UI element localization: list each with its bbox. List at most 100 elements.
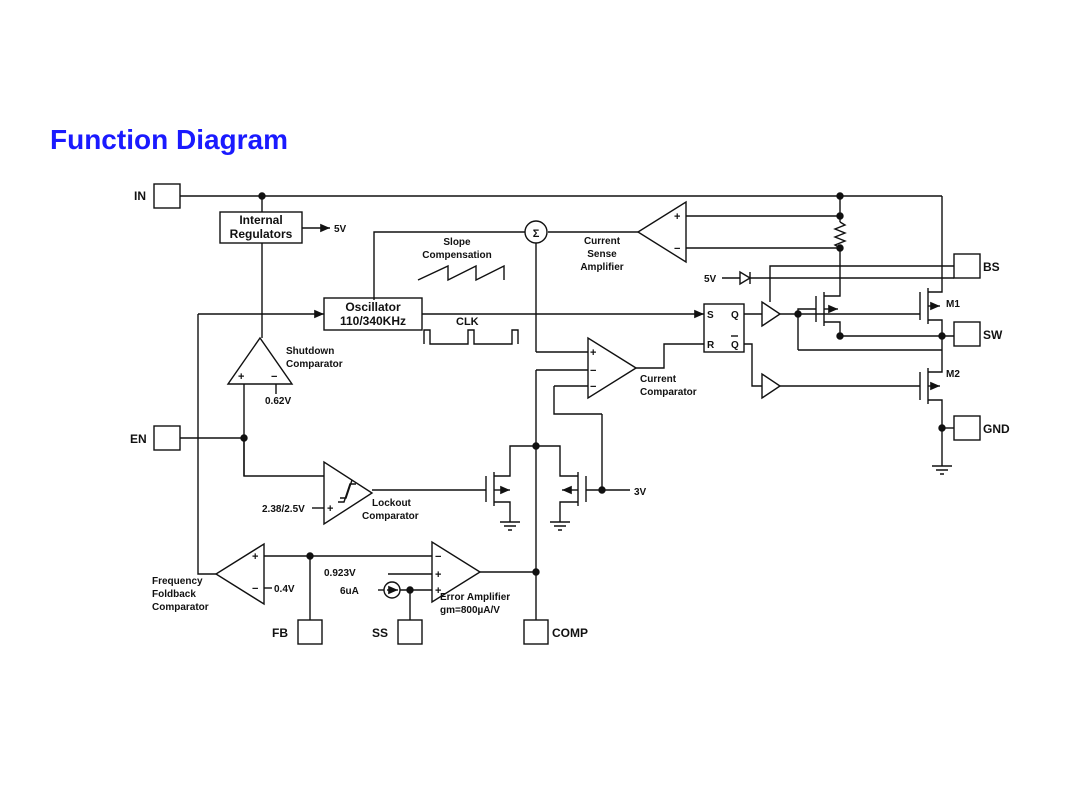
sr-latch: [703, 303, 745, 353]
shutdown-label: Comparator: [286, 359, 343, 370]
ff-minus: −: [252, 583, 258, 595]
slope-label: Compensation: [422, 250, 491, 261]
left-feedback-wire: [197, 314, 216, 575]
latch-qbar: Q: [731, 340, 739, 351]
ss-current-source: [383, 581, 401, 599]
cc-to-latch-wire: [636, 343, 704, 369]
cc-plus: +: [590, 347, 596, 359]
ff-ref-label: 0.4V: [274, 584, 295, 595]
nmos-right-source: [559, 501, 578, 522]
pin-bs: [953, 253, 981, 279]
low-side-driver: [761, 372, 782, 400]
current-sense-label: Sense: [587, 249, 617, 260]
ea-plus: +: [435, 569, 441, 581]
junction-dot: [836, 332, 844, 340]
en-to-lockout-wire: [243, 438, 324, 477]
oscillator-label: Oscillator: [345, 300, 401, 314]
current-comparator-label: Current: [640, 374, 677, 385]
sense-resistor: [833, 221, 847, 249]
sense-fet-source: [824, 321, 841, 336]
internal-regulators-block: [219, 211, 303, 244]
frequency-foldback-label: Frequency: [152, 576, 203, 587]
regulators-label: Internal: [239, 213, 282, 227]
cc-minus2: −: [590, 381, 596, 393]
clk-waveform: [423, 329, 519, 345]
pin-comp: [523, 619, 549, 645]
m1-label: M1: [946, 299, 960, 310]
pin-en: [153, 425, 181, 451]
ea-minus: −: [435, 551, 441, 563]
latch-s: S: [707, 310, 714, 321]
lockout-label: Comparator: [362, 511, 419, 522]
pin-ss: [397, 619, 423, 645]
pin-label-gnd: GND: [983, 422, 1010, 436]
nmos-left-drain: [494, 445, 536, 477]
current-sense-label: Amplifier: [580, 262, 623, 273]
sense-fet-drain: [824, 290, 841, 297]
current-comparator-label: Comparator: [640, 387, 697, 398]
pin-label-fb: FB: [272, 626, 288, 640]
lockout-ref-label: 2.38/2.5V: [262, 504, 305, 515]
junction-dot: [532, 442, 540, 450]
lockout-label: Lockout: [372, 498, 412, 509]
slope-to-sum-wire: [373, 231, 525, 300]
junction-dot: [598, 486, 606, 494]
frequency-foldback-label: Comparator: [152, 602, 209, 613]
ground-symbol: [550, 521, 570, 531]
bootstrap-diode: [739, 270, 752, 286]
latch-q: Q: [731, 310, 739, 321]
m1-source: [928, 319, 943, 336]
nmos-right-drain: [536, 445, 578, 477]
sd-minus: −: [271, 371, 277, 383]
shutdown-label: Shutdown: [286, 346, 334, 357]
ground-symbol: [500, 521, 520, 531]
cc-bias-path: [553, 386, 602, 415]
bs-top-wire: [769, 265, 954, 278]
ea-ref-label: 0.923V: [324, 568, 356, 579]
slope-sawtooth: [417, 264, 505, 282]
cc-minus: −: [590, 365, 596, 377]
m2-label: M2: [946, 369, 960, 380]
frequency-foldback-label: Foldback: [152, 589, 196, 600]
oscillator-label: 110/340KHz: [340, 314, 406, 328]
ss-current-label: 6uA: [340, 586, 359, 597]
pin-fb: [297, 619, 323, 645]
pin-label-ss: SS: [372, 626, 388, 640]
m1-drain: [928, 282, 943, 293]
high-side-driver: [761, 300, 782, 328]
lockout-plus: +: [327, 503, 333, 515]
lockout-comparator: [323, 460, 374, 526]
page-title: Function Diagram: [50, 124, 289, 155]
sum-symbol: Σ: [533, 228, 540, 240]
ff-plus: +: [252, 551, 258, 563]
slope-label: Slope: [443, 237, 471, 248]
ea-plus2: +: [435, 585, 441, 597]
ground-symbol: [932, 465, 952, 475]
m2-drain: [928, 364, 943, 373]
pin-label-en: EN: [130, 432, 147, 446]
clk-label: CLK: [456, 316, 479, 328]
nmos-left-source: [494, 501, 511, 522]
gate-3v-wire: [586, 444, 603, 491]
shutdown-comparator: [226, 336, 294, 385]
oscillator-block: [323, 297, 423, 331]
current-comparator: [587, 336, 638, 400]
error-amplifier-label: gm=800µA/V: [440, 605, 500, 616]
shutdown-ref-label: 0.62V: [265, 396, 291, 407]
hysteresis-symbol: [338, 479, 356, 503]
pin-gnd: [953, 415, 981, 441]
pin-sw: [953, 321, 981, 347]
3v-label: 3V: [634, 487, 647, 498]
error-amplifier-label: Error Amplifier: [440, 592, 510, 603]
csa-minus: −: [674, 243, 680, 255]
m2-source: [928, 399, 943, 428]
frequency-foldback-comparator: [214, 542, 265, 606]
pin-in: [153, 183, 181, 209]
current-sense-label: Current: [584, 236, 621, 247]
pin-label-in: IN: [134, 189, 146, 203]
pin-label-comp: COMP: [552, 626, 588, 640]
5v-label: 5V: [704, 274, 717, 285]
csa-plus: +: [674, 211, 680, 223]
sd-plus: +: [238, 371, 244, 383]
